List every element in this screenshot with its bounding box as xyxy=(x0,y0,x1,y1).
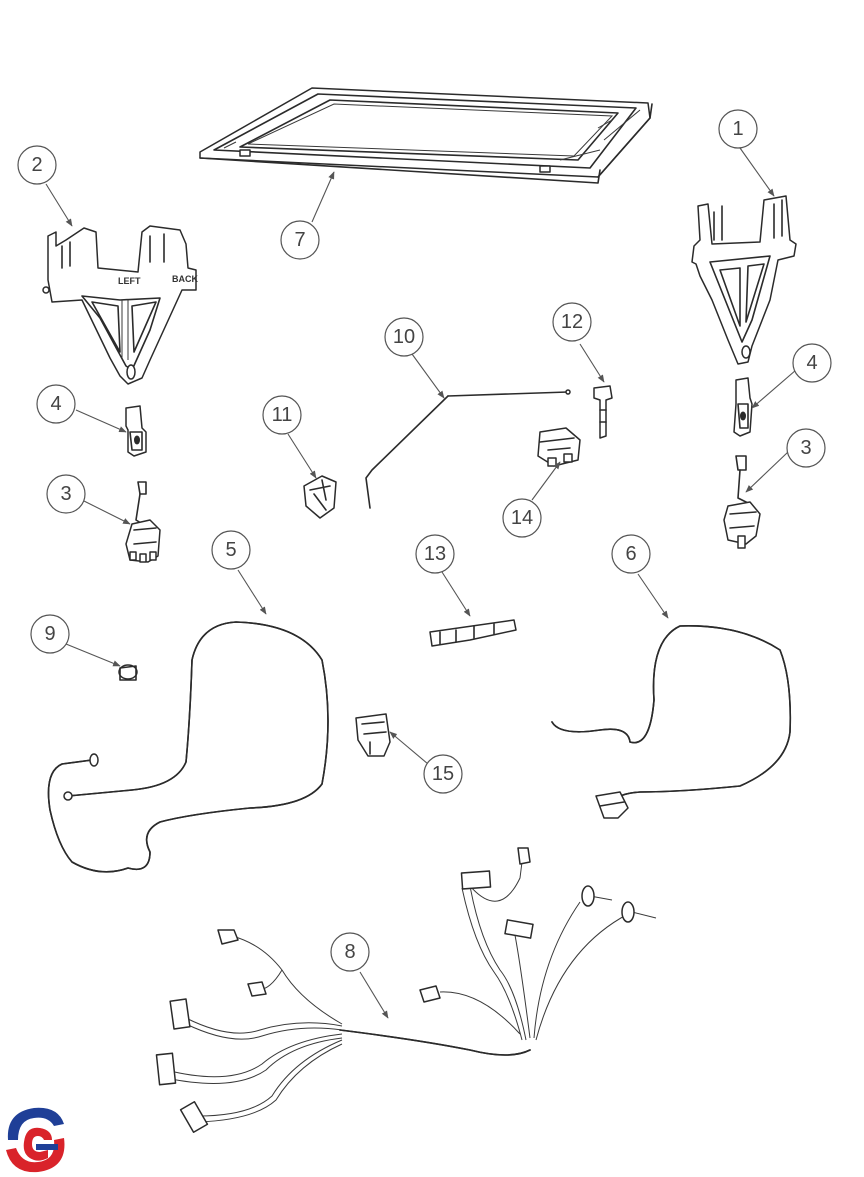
part-4-right-latch xyxy=(733,377,753,437)
callout-label: 4 xyxy=(806,352,817,374)
callout-3-right: 3 xyxy=(786,428,826,468)
callout-label: 14 xyxy=(511,507,533,529)
callout-label: 8 xyxy=(344,941,355,963)
callout-4-left: 4 xyxy=(36,384,76,424)
part-6-hose xyxy=(551,625,792,819)
callout-label: 12 xyxy=(561,311,583,333)
callout-1: 1 xyxy=(718,109,758,149)
part-3-right-switch xyxy=(723,455,761,549)
callout-4-right: 4 xyxy=(792,343,832,383)
callout-label: 10 xyxy=(393,326,415,348)
callout-label: 13 xyxy=(424,543,446,565)
callout-3-left: 3 xyxy=(46,474,86,514)
callout-label: 15 xyxy=(432,763,454,785)
callout-2: 2 xyxy=(17,145,57,185)
callout-11: 11 xyxy=(262,395,302,435)
part-5-hose xyxy=(47,621,329,873)
callout-label: 3 xyxy=(60,483,71,505)
callout-label: 3 xyxy=(800,437,811,459)
callout-12: 12 xyxy=(552,302,592,342)
part-14-bracket xyxy=(537,427,581,467)
embossed-left-text: LEFT xyxy=(118,276,141,286)
callout-label: 5 xyxy=(225,539,236,561)
callout-13: 13 xyxy=(415,534,455,574)
part-8-wire-harness xyxy=(155,847,657,1134)
callout-9: 9 xyxy=(30,614,70,654)
brand-logo xyxy=(6,1107,65,1173)
part-4-left-latch xyxy=(125,405,147,457)
part-1-right-bracket xyxy=(691,195,797,365)
callout-15: 15 xyxy=(423,754,463,794)
part-3-left-switch xyxy=(125,481,161,563)
part-13-rail xyxy=(429,619,517,647)
part-2-left-bracket: LEFT BACK xyxy=(42,225,198,385)
part-11-clip xyxy=(303,475,337,519)
callout-label: 9 xyxy=(44,623,55,645)
callout-7: 7 xyxy=(280,220,320,260)
part-9-clamp xyxy=(118,664,138,681)
callout-6: 6 xyxy=(611,534,651,574)
leader-lines xyxy=(45,147,797,1019)
part-12-pin xyxy=(593,385,613,439)
callout-label: 4 xyxy=(50,393,61,415)
callout-label: 11 xyxy=(272,404,293,426)
part-10-rod xyxy=(365,389,571,509)
callout-8: 8 xyxy=(330,932,370,972)
callout-label: 1 xyxy=(732,118,743,140)
callout-10: 10 xyxy=(384,317,424,357)
part-15-holder xyxy=(355,713,391,757)
embossed-back-text: BACK xyxy=(172,274,198,284)
callout-5: 5 xyxy=(211,530,251,570)
callout-label: 7 xyxy=(294,229,305,251)
callout-label: 6 xyxy=(625,543,636,565)
callout-label: 2 xyxy=(31,154,42,176)
callout-14: 14 xyxy=(502,498,542,538)
part-7-frame xyxy=(199,87,653,184)
